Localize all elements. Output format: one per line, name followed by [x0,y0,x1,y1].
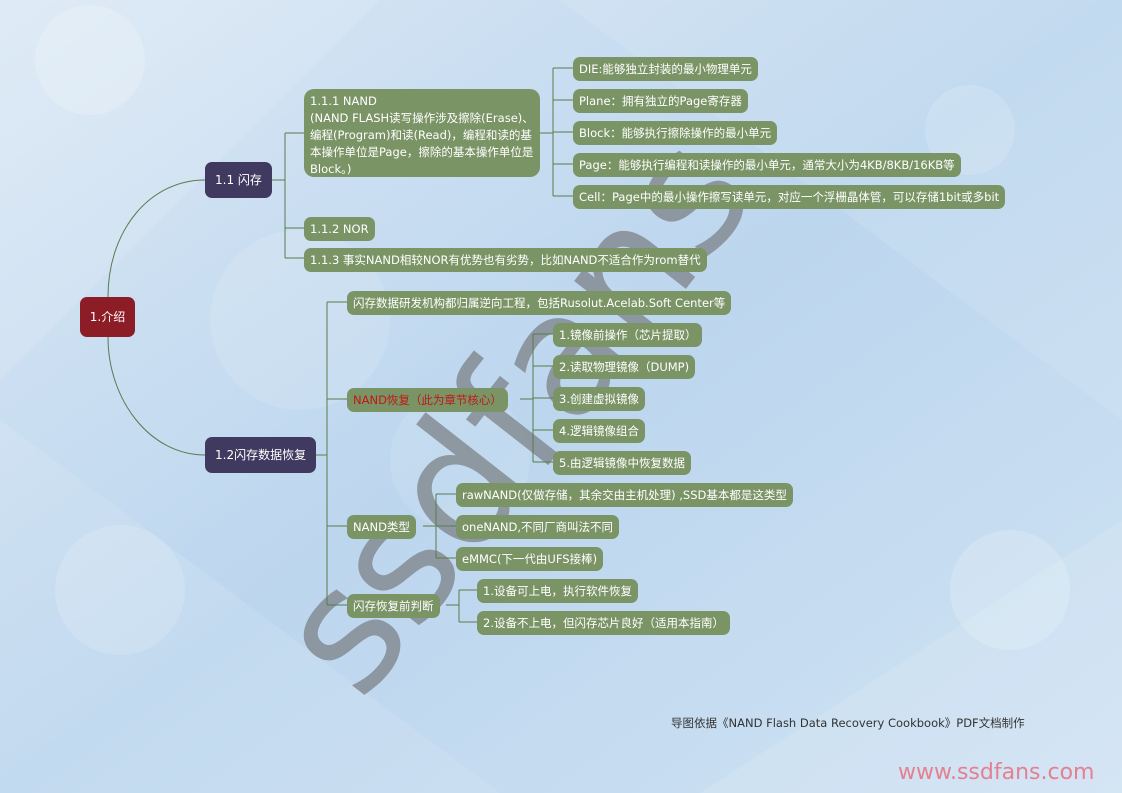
node-pre-recovery-judgement[interactable]: 闪存恢复前判断 [347,594,440,618]
root-node-intro[interactable]: 1.介绍 [80,297,135,337]
node-onenand[interactable]: oneNAND,不同厂商叫法不同 [456,515,619,539]
node-judge-not-powered[interactable]: 2.设备不上电，但闪存芯片良好（适用本指南） [477,611,730,635]
node-step-5[interactable]: 5.由逻辑镜像中恢复数据 [553,451,691,475]
node-rawnand[interactable]: rawNAND(仅做存储，其余交由主机处理) ,SSD基本都是这类型 [456,483,793,507]
node-nand[interactable]: 1.1.1 NAND (NAND FLASH读写操作涉及擦除(Erase)、编程… [304,89,540,177]
node-judge-powered[interactable]: 1.设备可上电，执行软件恢复 [477,579,638,603]
node-nand-page[interactable]: Page：能够执行编程和读操作的最小单元，通常大小为4KB/8KB/16KB等 [573,153,961,177]
node-step-1[interactable]: 1.镜像前操作（芯片提取） [553,323,703,347]
node-nand-plane[interactable]: Plane：拥有独立的Page寄存器 [573,89,748,113]
node-flash-data-recovery[interactable]: 1.2闪存数据恢复 [205,437,317,473]
node-nand-cell[interactable]: Cell：Page中的最小操作擦写读单元，对应一个浮栅晶体管，可以存储1bit或… [573,185,1006,209]
node-nand-vs-nor[interactable]: 1.1.3 事实NAND相较NOR有优势也有劣势，比如NAND不适合作为rom替… [304,248,707,272]
node-nand-recovery[interactable]: NAND恢复（此为章节核心） [347,388,508,412]
node-nand-die[interactable]: DIE:能够独立封装的最小物理单元 [573,57,758,81]
node-step-4[interactable]: 4.逻辑镜像组合 [553,419,645,443]
node-flash-memory[interactable]: 1.1 闪存 [205,162,272,198]
node-emmc[interactable]: eMMC(下一代由UFS接棒) [456,547,604,571]
node-reverse-engineering[interactable]: 闪存数据研发机构都归属逆向工程，包括Rusolut.Acelab.Soft Ce… [347,291,732,315]
footer-note: 导图依据《NAND Flash Data Recovery Cookbook》P… [671,716,1025,730]
node-nand-text: 1.1.1 NAND (NAND FLASH读写操作涉及擦除(Erase)、编程… [310,94,534,176]
node-nand-block[interactable]: Block：能够执行擦除操作的最小单元 [573,121,778,145]
node-step-3[interactable]: 3.创建虚拟镜像 [553,387,645,411]
node-step-2[interactable]: 2.读取物理镜像（DUMP) [553,355,696,379]
site-url[interactable]: www.ssdfans.com [898,760,1095,785]
node-nand-types[interactable]: NAND类型 [347,515,416,539]
node-nor[interactable]: 1.1.2 NOR [304,217,375,241]
